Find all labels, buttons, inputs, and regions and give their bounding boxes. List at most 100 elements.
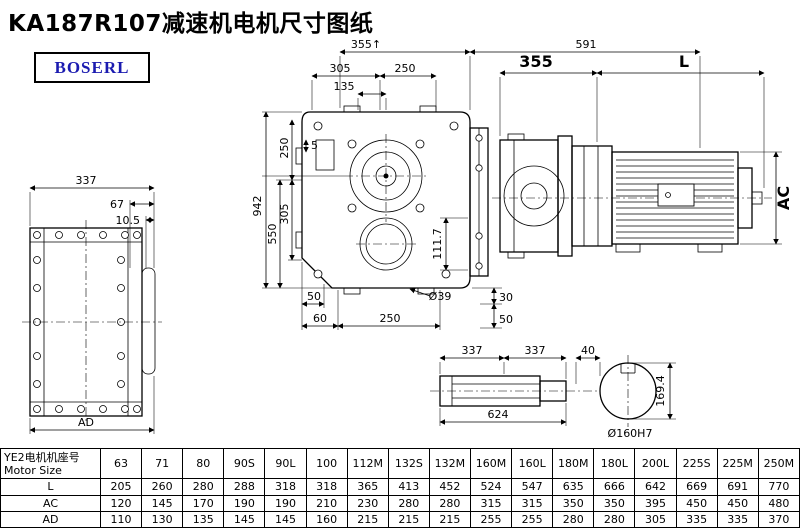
dimension-drawing: 337 67 10.5 AD	[22, 38, 793, 440]
dim-value-cell: 280	[593, 510, 636, 528]
dim-value-cell: 305	[634, 510, 677, 528]
dim-value-cell: 315	[511, 494, 554, 512]
dim-value-cell: 110	[99, 510, 143, 528]
output-shaft-view: 337 337 624	[430, 344, 600, 426]
dim-value-cell: 452	[428, 478, 471, 496]
dim-value-cell: 130	[141, 510, 184, 528]
dim-label-5: 5	[311, 139, 318, 152]
dim-label-624: 624	[488, 408, 509, 421]
dim-label-40: 40	[581, 344, 595, 357]
dim-value-cell: 230	[346, 494, 389, 512]
dim-label-250-top: 250	[395, 62, 416, 75]
dim-value-cell: 450	[716, 494, 759, 512]
dim-label-305-left: 305	[278, 204, 291, 225]
dim-value-cell: 335	[716, 510, 759, 528]
dim-value-cell: 170	[182, 494, 225, 512]
dim-label-250-left: 250	[278, 138, 291, 159]
motor-size-column-header: 90L	[264, 447, 307, 480]
dim-label-67: 67	[110, 198, 124, 211]
dim-value-cell: 669	[675, 478, 718, 496]
dim-label-AC: AC	[774, 186, 793, 210]
motor-size-column-header: 63	[99, 447, 143, 480]
dim-value-cell: 395	[634, 494, 677, 512]
dim-label-ad: AD	[78, 416, 94, 429]
dim-label-dia39: Ø39	[429, 290, 452, 303]
motor-size-column-header: 180L	[593, 447, 636, 480]
motor-nameplate	[657, 183, 695, 207]
dim-label-355-motor: 355	[519, 52, 552, 71]
dim-value-cell: 370	[757, 510, 800, 528]
dim-value-cell: 190	[264, 494, 307, 512]
table-header-cn: YE2电机机座号	[4, 450, 80, 464]
motor-size-column-header: 225M	[716, 447, 759, 480]
motor-size-column-header: 160M	[469, 447, 513, 480]
brand-logo: BOSERL	[34, 52, 150, 83]
motor-size-column-header: 90S	[223, 447, 266, 480]
motor-side-view: 355 L AC	[492, 52, 793, 259]
dim-label-942: 942	[251, 196, 264, 217]
dim-value-cell: 145	[223, 510, 266, 528]
dim-value-cell: 280	[552, 510, 595, 528]
dim-value-cell: 260	[141, 478, 184, 496]
dim-value-cell: 480	[757, 494, 800, 512]
dim-value-cell: 280	[387, 494, 430, 512]
dim-label-50-right: 50	[499, 313, 513, 326]
dim-label-591: 591	[576, 38, 597, 51]
front-view: 355↑ 591 305 250 135 942 550 305 250 5 1…	[251, 38, 701, 330]
motor-size-column-header: 250M	[757, 447, 800, 480]
dim-value-cell: 145	[141, 494, 184, 512]
dim-label-bore-160h7: Ø160H7	[608, 427, 653, 440]
dim-value-cell: 318	[264, 478, 307, 496]
dim-value-cell: 135	[182, 510, 225, 528]
dim-value-cell: 210	[305, 494, 348, 512]
row-label-ac: AC	[0, 494, 101, 512]
dim-value-cell: 524	[469, 478, 513, 496]
motor-size-column-header: 112M	[346, 447, 389, 480]
dim-value-cell: 280	[182, 478, 225, 496]
dim-label-30: 30	[499, 291, 513, 304]
dim-label-550: 550	[266, 224, 279, 245]
dim-label-60: 60	[313, 312, 327, 325]
dim-value-cell: 255	[469, 510, 513, 528]
left-side-view: 337 67 10.5 AD	[22, 174, 162, 434]
motor-size-column-header: 180M	[552, 447, 595, 480]
dim-value-cell: 635	[552, 478, 595, 496]
dim-value-cell: 642	[634, 478, 677, 496]
dim-value-cell: 350	[593, 494, 636, 512]
dim-label-250-bottom: 250	[380, 312, 401, 325]
dim-value-cell: 215	[387, 510, 430, 528]
dim-value-cell: 547	[511, 478, 554, 496]
dim-value-cell: 215	[346, 510, 389, 528]
dim-value-cell: 350	[552, 494, 595, 512]
dim-value-cell: 335	[675, 510, 718, 528]
dim-value-cell: 145	[264, 510, 307, 528]
dim-value-cell: 318	[305, 478, 348, 496]
dim-label-337-seg2: 337	[525, 344, 546, 357]
dim-value-cell: 215	[428, 510, 471, 528]
page-title: KA187R107减速机电机尺寸图纸	[8, 11, 374, 37]
motor-size-column-header: 132S	[387, 447, 430, 480]
motor-size-column-header: 80	[182, 447, 225, 480]
dim-value-cell: 280	[428, 494, 471, 512]
dim-label-L: L	[679, 52, 689, 71]
row-label-ad: AD	[0, 510, 101, 528]
dim-value-cell: 315	[469, 494, 513, 512]
dim-label-355-top: 355↑	[351, 38, 381, 51]
dim-label-10-5: 10.5	[116, 214, 141, 227]
dim-value-cell: 365	[346, 478, 389, 496]
dim-value-cell: 160	[305, 510, 348, 528]
dim-label-305-top: 305	[330, 62, 351, 75]
dim-label-50-bottom: 50	[307, 290, 321, 303]
dim-label-337-left: 337	[76, 174, 97, 187]
row-label-l: L	[0, 478, 101, 496]
dim-value-cell: 288	[223, 478, 266, 496]
hollow-bore-view: 40 169.4 Ø160H7	[575, 344, 676, 440]
motor-size-column-header: 225S	[675, 447, 718, 480]
